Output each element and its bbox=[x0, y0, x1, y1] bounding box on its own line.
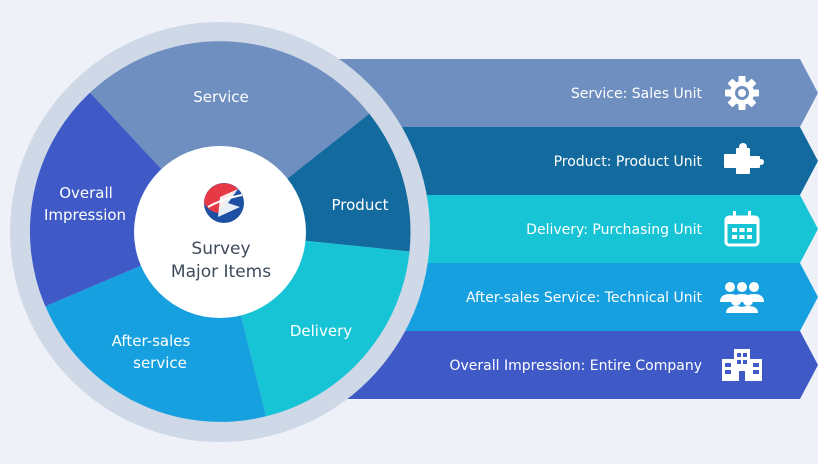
band-service: Service: Sales Unit bbox=[300, 59, 818, 127]
band-label: After-sales Service: Technical Unit bbox=[466, 290, 703, 306]
calendar-icon bbox=[724, 211, 760, 247]
band-label: Product: Product Unit bbox=[554, 154, 703, 170]
gear-icon bbox=[725, 76, 759, 110]
segment-label-overall-line1: Overall bbox=[59, 184, 113, 202]
band-overall: Overall Impression: Entire Company bbox=[300, 331, 818, 399]
segment-label-overall-line2: Impression bbox=[44, 206, 126, 224]
band-shape bbox=[300, 263, 818, 331]
segment-label-after-sales-line2: service bbox=[133, 354, 187, 372]
band-after-sales: After-sales Service: Technical Unit bbox=[300, 263, 818, 331]
center-title-line2: Major Items bbox=[171, 262, 271, 282]
team-icon bbox=[720, 282, 764, 313]
segment-overall bbox=[29, 92, 220, 307]
segment-label-delivery: Delivery bbox=[290, 322, 352, 340]
band-product: Product: Product Unit bbox=[300, 127, 818, 195]
band-shape bbox=[300, 331, 818, 399]
segment-label-after-sales-line1: After-sales bbox=[112, 332, 191, 350]
band-list: Service: Sales Unit Product: bbox=[300, 59, 818, 399]
office-building-icon bbox=[722, 349, 762, 381]
center-circle bbox=[134, 146, 306, 318]
company-logo bbox=[204, 183, 244, 223]
band-label: Service: Sales Unit bbox=[571, 86, 703, 102]
band-label: Delivery: Purchasing Unit bbox=[526, 222, 702, 238]
segment-service bbox=[90, 41, 370, 233]
segment-label-service: Service bbox=[193, 88, 248, 106]
segment-label-product: Product bbox=[332, 196, 389, 214]
band-label: Overall Impression: Entire Company bbox=[450, 358, 703, 374]
band-shape bbox=[300, 127, 818, 195]
band-shape bbox=[300, 59, 818, 127]
center-title-line1: Survey bbox=[191, 239, 250, 259]
puzzle-piece-icon bbox=[724, 143, 764, 174]
